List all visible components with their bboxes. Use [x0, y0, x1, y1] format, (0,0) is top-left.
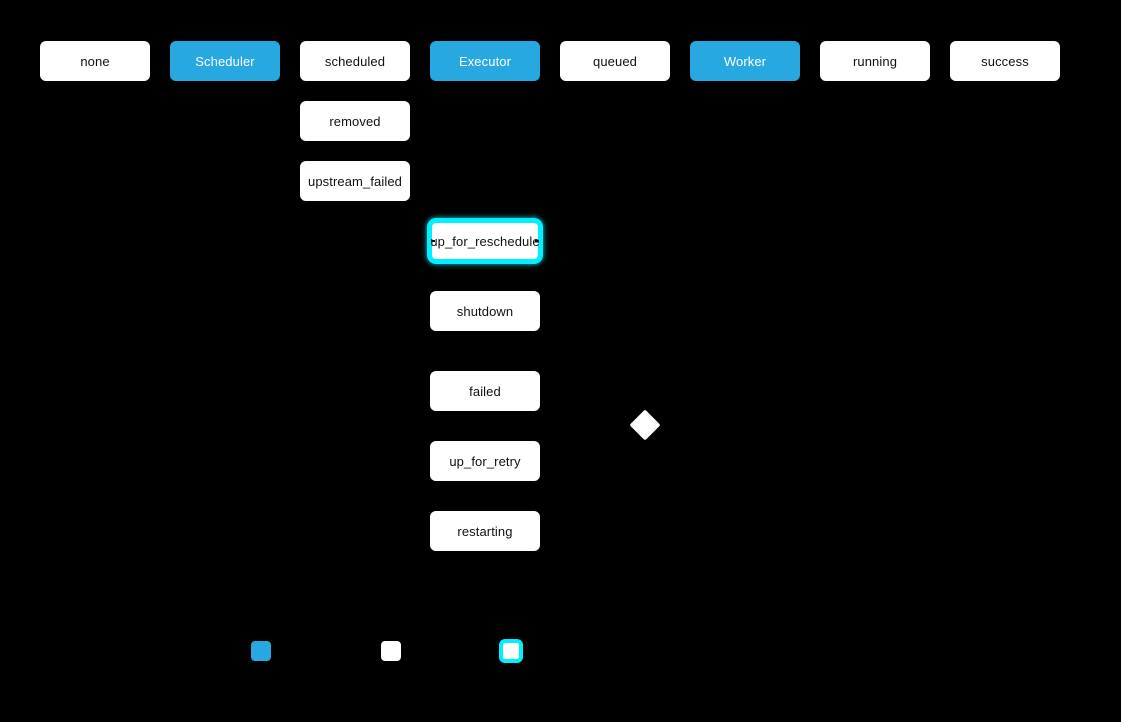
- node-label: failed: [469, 383, 501, 399]
- node-executor[interactable]: Executor: [430, 41, 540, 81]
- node-label: removed: [329, 113, 381, 129]
- node-success[interactable]: success: [950, 41, 1060, 81]
- legend-selected-swatch: [501, 641, 521, 661]
- legend-state-swatch: [381, 641, 401, 661]
- node-up_for_reschedule[interactable]: up_for_reschedule: [430, 221, 540, 261]
- node-running[interactable]: running: [820, 41, 930, 81]
- node-label: up_for_retry: [449, 453, 521, 469]
- legend-component: [251, 641, 279, 661]
- node-label: restarting: [457, 523, 513, 539]
- diamond-marker: [629, 409, 661, 441]
- node-label: queued: [593, 53, 637, 69]
- node-label: up_for_reschedule: [430, 233, 540, 249]
- node-label: success: [981, 53, 1029, 69]
- node-upstream_failed[interactable]: upstream_failed: [300, 161, 410, 201]
- node-restarting[interactable]: restarting: [430, 511, 540, 551]
- node-label: Worker: [723, 53, 767, 69]
- node-label: shutdown: [456, 303, 514, 319]
- node-label: running: [852, 53, 898, 69]
- node-label: upstream_failed: [308, 173, 402, 189]
- node-label: Executor: [458, 53, 512, 69]
- node-removed[interactable]: removed: [300, 101, 410, 141]
- legend-state: [381, 641, 409, 661]
- diagram-legend: [0, 620, 1121, 690]
- node-scheduler[interactable]: Scheduler: [170, 41, 280, 81]
- node-shutdown[interactable]: shutdown: [430, 291, 540, 331]
- node-worker[interactable]: Worker: [690, 41, 800, 81]
- node-label: Scheduler: [195, 53, 255, 69]
- legend-selected: [501, 641, 529, 661]
- legend-component-swatch: [251, 641, 271, 661]
- node-none[interactable]: none: [40, 41, 150, 81]
- node-label: scheduled: [324, 53, 386, 69]
- node-failed[interactable]: failed: [430, 371, 540, 411]
- node-label: none: [80, 53, 110, 69]
- node-up_for_retry[interactable]: up_for_retry: [430, 441, 540, 481]
- node-scheduled[interactable]: scheduled: [300, 41, 410, 81]
- node-queued[interactable]: queued: [560, 41, 670, 81]
